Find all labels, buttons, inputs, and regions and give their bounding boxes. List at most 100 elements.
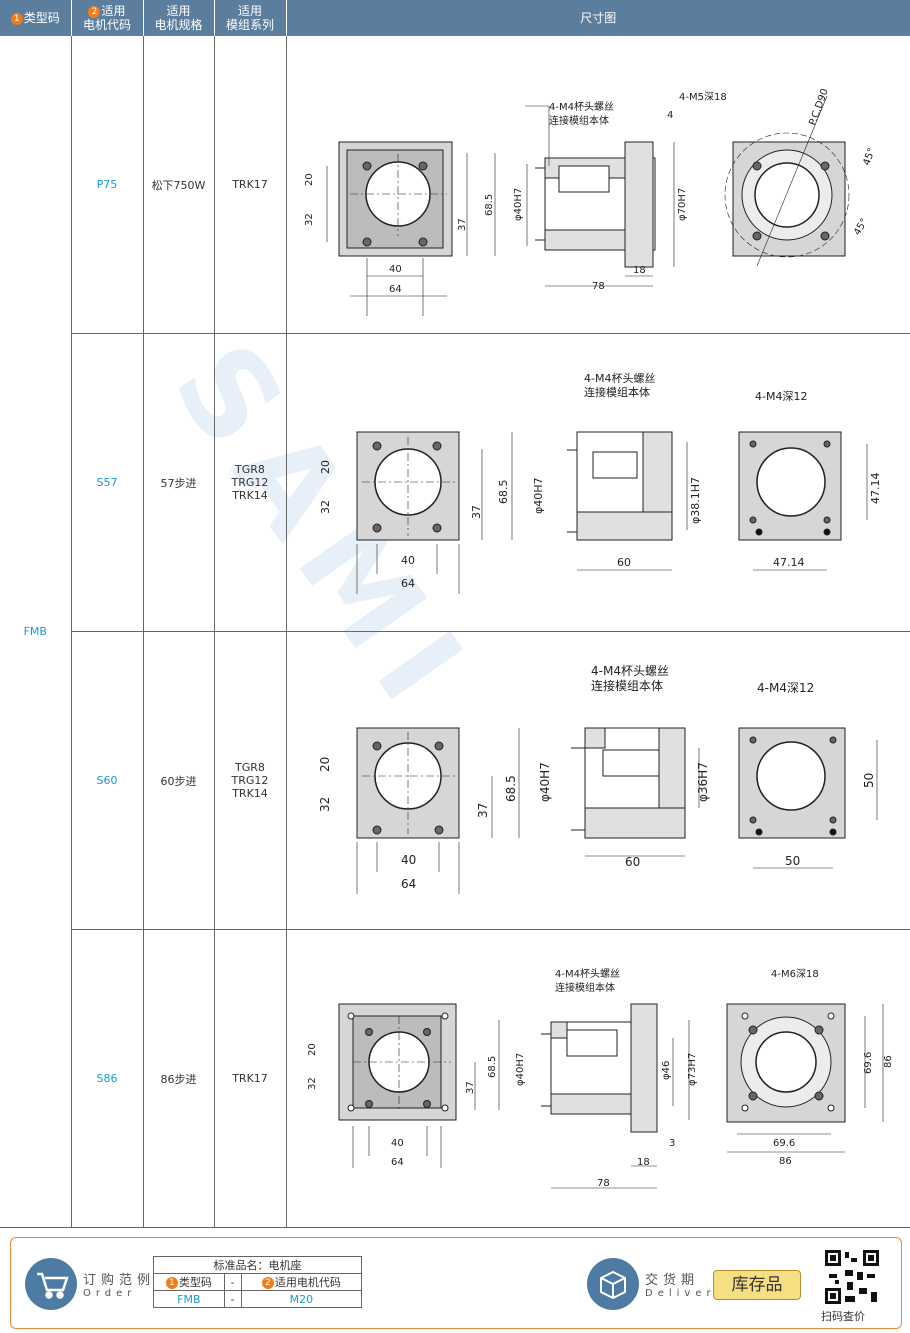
d46-dim: φ46 [661, 1061, 672, 1080]
table-row: S86 86步进 TRK17 [0, 929, 910, 1228]
motor-code-cell[interactable]: S86 [71, 929, 144, 1228]
motor-spec-cell: 松下750W [143, 36, 215, 334]
dim-40: 40 [401, 554, 415, 567]
outer-dim: φ36H7 [696, 762, 710, 802]
outer-dim: φ70H7 [677, 188, 688, 221]
dim-47-14-v: 47.14 [869, 473, 882, 505]
hole-label: 4-M6深18 [771, 968, 819, 980]
motor-code-cell[interactable]: P75 [71, 36, 144, 334]
bore-dim: φ40H7 [515, 1053, 526, 1086]
dim-60: 60 [617, 556, 631, 569]
header-module-series: 适用模组系列 [214, 0, 287, 36]
dim-64: 64 [401, 877, 416, 891]
pcd-label: P.C.D90 [807, 87, 830, 127]
bore-dim: φ40H7 [538, 762, 552, 802]
dim-32: 32 [307, 1077, 318, 1090]
dim-37: 37 [470, 505, 483, 519]
table-row: FMB P75 松下750W TRK17 [0, 36, 910, 1228]
dim-3: 3 [669, 1138, 675, 1149]
screw-label-2: 连接模组本体 [549, 114, 609, 127]
dim-37: 37 [465, 1081, 476, 1094]
drawing-cell: 20 32 37 68.5 40 64 4-M4杯头螺丝 连接模组本体 4-M6… [286, 929, 910, 1228]
hole-label: 4-M4深12 [755, 390, 807, 403]
hole-label: 4-M4深12 [757, 681, 814, 695]
motor-spec-cell: 86步进 [143, 929, 215, 1228]
dim-86-h: 86 [779, 1156, 792, 1167]
angle-label-1: 45° [861, 147, 877, 167]
dim-68-5: 68.5 [504, 775, 518, 802]
drawing-cell: 20 32 37 68.5 40 64 4-M4杯头螺丝 连接模组本体 4-M5… [286, 36, 910, 334]
dim-50-h: 50 [785, 854, 800, 868]
screw-label-2: 连接模组本体 [555, 981, 615, 994]
dim-37: 37 [476, 803, 490, 818]
order-label: 订购范例 [83, 1273, 156, 1288]
hole-label: 4-M5深18 [679, 91, 727, 103]
dim-86-v: 86 [883, 1055, 894, 1068]
dim-20: 20 [318, 757, 332, 772]
dim-20: 20 [307, 1043, 318, 1056]
dim-60: 60 [625, 855, 640, 869]
dim-47-14-h: 47.14 [773, 556, 805, 569]
dim-69-6-v: 69.6 [863, 1052, 874, 1074]
header-motor-spec: 适用电机规格 [143, 0, 215, 36]
dim-68-5: 68.5 [484, 194, 495, 216]
drawing-s86: 20 32 37 68.5 40 64 4-M4杯头螺丝 连接模组本体 4-M6… [307, 967, 894, 1189]
dim-78: 78 [592, 281, 605, 292]
delivery-label: 交货期 [645, 1273, 700, 1288]
order-dash-2: - [223, 1290, 242, 1308]
dim-37: 37 [457, 218, 468, 231]
order-dash: - [223, 1273, 242, 1291]
dim-78: 78 [597, 1178, 610, 1189]
dim-20: 20 [304, 173, 315, 186]
dim-64: 64 [389, 284, 402, 295]
dim-4: 4 [667, 110, 673, 121]
motor-code-cell[interactable]: S57 [71, 333, 144, 632]
dim-64: 64 [401, 577, 415, 590]
motor-spec-cell: 57步进 [143, 333, 215, 632]
dim-68-5: 68.5 [497, 480, 510, 505]
dim-40: 40 [389, 264, 402, 275]
screw-label-2: 连接模组本体 [584, 385, 650, 399]
dim-32: 32 [318, 797, 332, 812]
std-name: 标准品名：电机座 [153, 1256, 362, 1274]
dim-40: 40 [401, 853, 416, 867]
motor-code-cell[interactable]: S60 [71, 631, 144, 930]
bore-dim: φ40H7 [513, 188, 524, 221]
drawing-cell: 20 32 37 68.5 40 64 4-M4杯头螺丝 连接模组本体 4-M4… [286, 631, 910, 930]
dim-18: 18 [637, 1157, 650, 1168]
dim-32: 32 [319, 500, 332, 514]
dim-69-6-h: 69.6 [773, 1138, 795, 1149]
screw-label-1: 4-M4杯头螺丝 [584, 371, 655, 385]
cart-icon [25, 1258, 77, 1310]
dim-40: 40 [391, 1138, 404, 1149]
outer-dim: φ38.1H7 [689, 477, 702, 524]
order-v-type: FMB [153, 1290, 225, 1308]
delivery-sub: Delivery [645, 1288, 727, 1299]
screw-label-2: 连接模组本体 [591, 678, 663, 693]
dim-64: 64 [391, 1157, 404, 1168]
type-code-cell: FMB [0, 36, 72, 1228]
qr-label: 扫码查价 [821, 1310, 865, 1323]
series-cell: TRK17 [214, 929, 287, 1228]
angle-label-2: 45° [852, 217, 870, 238]
order-sub: Order [83, 1288, 137, 1299]
screw-label-1: 4-M4杯头螺丝 [591, 664, 669, 678]
qr-code-icon[interactable] [823, 1248, 881, 1306]
bore-dim: φ40H7 [532, 477, 545, 514]
order-v-motor: M20 [240, 1290, 363, 1308]
dim-32: 32 [304, 213, 315, 226]
screw-label-1: 4-M4杯头螺丝 [549, 100, 614, 113]
motor-spec-cell: 60步进 [143, 631, 215, 930]
dim-18: 18 [633, 265, 646, 276]
drawing-cell: 20 32 37 68.5 40 64 4-M4杯头螺丝 连接模组本体 4-M4… [286, 333, 910, 632]
